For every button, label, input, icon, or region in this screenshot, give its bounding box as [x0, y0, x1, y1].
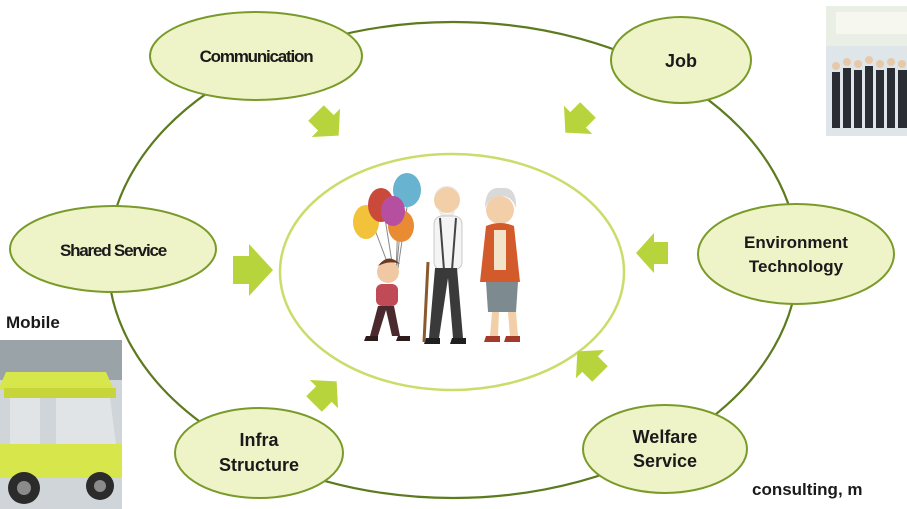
node-infra-structure: Infra Structure: [174, 407, 344, 499]
node-environment-technology: Environment Technology: [697, 203, 895, 305]
group-photo: [826, 6, 907, 136]
node-environment-label-line2: Technology: [749, 257, 844, 276]
arrow-from-environment: [636, 233, 668, 273]
node-infra-label-line1: Infra: [239, 430, 279, 450]
mobile-cart-photo: [0, 340, 122, 509]
consulting-label: consulting, m: [752, 480, 863, 499]
arrow-from-infra: [306, 379, 339, 412]
arrow-from-shared-service: [233, 244, 273, 296]
node-job-label: Job: [665, 51, 697, 71]
arrow-from-welfare: [575, 349, 608, 382]
node-communication: Communication: [149, 11, 363, 101]
mobile-label: Mobile: [6, 313, 60, 332]
arrow-from-communication: [308, 105, 341, 138]
node-welfare-label-line1: Welfare: [633, 427, 698, 447]
family-illustration: [353, 173, 520, 344]
node-shared-service-label: Shared Service: [60, 241, 167, 260]
node-welfare-service: Welfare Service: [582, 404, 748, 494]
node-shared-service: Shared Service: [9, 205, 217, 293]
arrows: [233, 102, 668, 412]
arrow-from-job: [563, 102, 596, 135]
node-job: Job: [610, 16, 752, 104]
node-welfare-label-line2: Service: [633, 451, 697, 471]
node-communication-label: Communication: [200, 47, 314, 66]
node-environment-label-line1: Environment: [744, 233, 848, 252]
node-infra-label-line2: Structure: [219, 455, 299, 475]
